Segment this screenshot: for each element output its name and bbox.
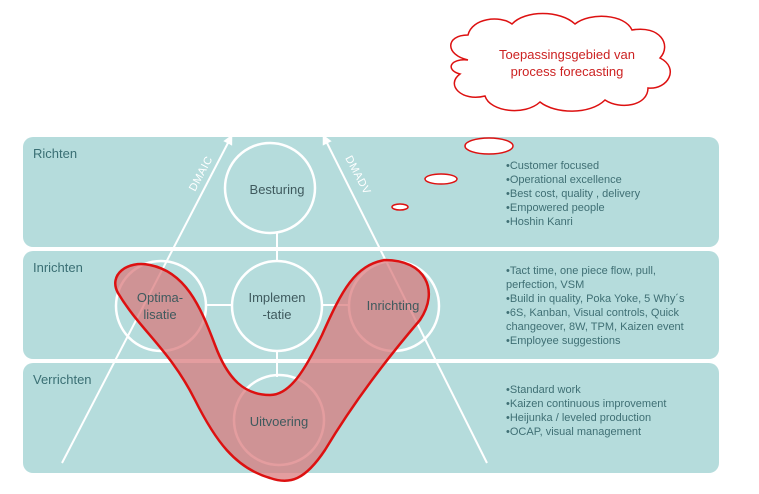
circle-optimalisatie	[114, 259, 208, 353]
cloud-callout	[450, 12, 671, 112]
text-line: Implemen	[248, 290, 305, 305]
thought-bubble-large	[464, 137, 514, 155]
band-label-verrichten: Verrichten	[33, 372, 92, 387]
text-line: •Customer focused	[506, 160, 599, 172]
text-line: •Tact time, one piece flow, pull,	[506, 265, 656, 277]
thought-bubble-small	[391, 203, 409, 211]
text-line: •Standard work	[506, 384, 581, 396]
circle-implementatie	[230, 259, 324, 353]
band-label-richten: Richten	[33, 146, 77, 161]
band-label-inrichten: Inrichten	[33, 260, 83, 275]
text-line: •6S, Kanban, Visual controls, Quick	[506, 307, 680, 319]
callout-text: Toepassingsgebied van process forecasting	[499, 47, 635, 79]
text-line: -tatie	[263, 307, 292, 322]
text-line: •Best cost, quality , delivery	[506, 188, 641, 200]
text-line: lisatie	[143, 307, 176, 322]
text-line: •Hoshin Kanri	[506, 216, 573, 228]
text-line: •Kaizen continuous improvement	[506, 398, 666, 410]
text-line: •Heijunka / leveled production	[506, 412, 651, 424]
text-line: •Build in quality, Poka Yoke, 5 Why´s	[506, 293, 685, 305]
bullets-inrichten: •Tact time, one piece flow, pull, perfect…	[506, 265, 685, 347]
bullets-richten: •Customer focused •Operational excellence…	[506, 160, 641, 228]
text-line: •Operational excellence	[506, 174, 622, 186]
circle-label-uitvoering: Uitvoering	[250, 414, 309, 429]
v-highlight	[114, 258, 431, 482]
text-line: Toepassingsgebied van	[499, 47, 635, 62]
text-line: Besturing	[250, 182, 305, 197]
text-line: Inrichting	[367, 298, 420, 313]
text-line: •OCAP, visual management	[506, 426, 641, 438]
text-line: perfection, VSM	[506, 279, 584, 291]
circle-besturing	[223, 141, 317, 235]
band-richten	[23, 137, 719, 247]
circle-label-implementatie: Implemen -tatie	[248, 290, 305, 322]
text-line: •Employee suggestions	[506, 335, 621, 347]
thought-bubble-medium	[424, 173, 458, 185]
circle-label-besturing: Besturing	[250, 182, 305, 197]
text-line: Uitvoering	[250, 414, 309, 429]
text-line: Optima-	[137, 290, 183, 305]
circle-label-optimalisatie: Optima-lisatie	[137, 290, 183, 322]
text-line: process forecasting	[511, 64, 624, 79]
circle-label-inrichting: Inrichting	[367, 298, 420, 313]
text-line: changeover, 8W, TPM, Kaizen event	[506, 321, 684, 333]
text-line: •Empowered people	[506, 202, 605, 214]
bullets-verrichten: •Standard work •Kaizen continuous improve…	[506, 384, 666, 438]
